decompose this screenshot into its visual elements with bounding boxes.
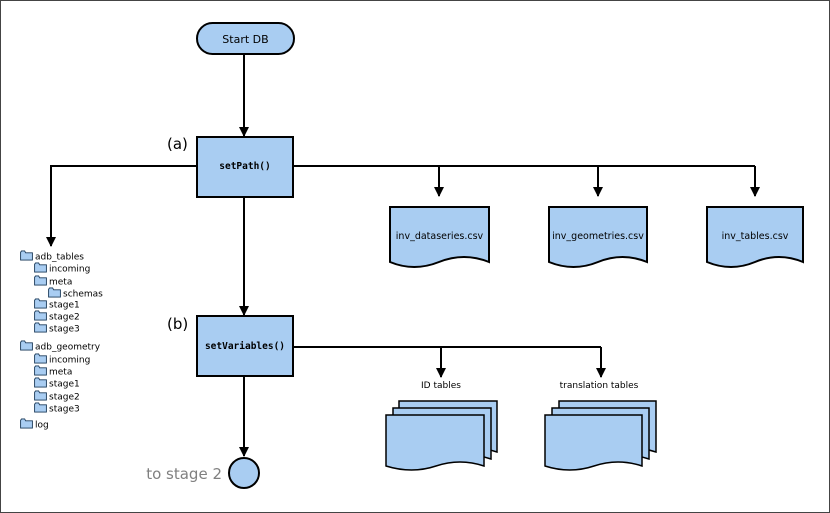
folder-label: incoming bbox=[49, 356, 90, 366]
folder-icon bbox=[20, 340, 33, 351]
folder-item: meta bbox=[34, 275, 72, 288]
folder-label: stage2 bbox=[49, 393, 80, 403]
folder-icon bbox=[34, 365, 47, 376]
csv-label: inv_dataseries.csv bbox=[396, 231, 484, 242]
folder-icon bbox=[20, 418, 33, 429]
folder-label: meta bbox=[49, 278, 72, 288]
folder-label: stage1 bbox=[49, 380, 80, 390]
setpath-process-box bbox=[196, 136, 294, 198]
folder-item: stage3 bbox=[34, 322, 80, 335]
folder-tree: adb_tablesincomingmetaschemasstage1stage… bbox=[20, 250, 103, 431]
folder-item: meta bbox=[34, 365, 72, 378]
start-terminator-shape bbox=[196, 22, 295, 55]
folder-item: stage2 bbox=[34, 390, 80, 403]
stack-label: translation tables bbox=[560, 381, 639, 391]
setvariables-node: (b) setVariables() bbox=[167, 315, 294, 377]
folder-icon bbox=[34, 377, 47, 388]
folder-icon bbox=[34, 275, 47, 286]
document-shape bbox=[548, 206, 648, 268]
folder-label: stage3 bbox=[49, 325, 80, 335]
setvariables-label: setVariables() bbox=[205, 341, 285, 352]
folder-icon bbox=[34, 262, 47, 273]
csv-label: inv_tables.csv bbox=[722, 231, 789, 242]
multi-document-id-tables: ID tables bbox=[385, 381, 498, 471]
folder-icon bbox=[48, 287, 61, 298]
document-shape bbox=[389, 206, 490, 268]
folder-label: stage1 bbox=[49, 301, 80, 311]
folder-item: stage2 bbox=[34, 310, 80, 323]
folder-icon bbox=[34, 298, 47, 309]
folder-item: adb_geometry bbox=[20, 340, 101, 353]
folder-label: stage2 bbox=[49, 313, 80, 323]
folder-label: log bbox=[35, 421, 49, 431]
folder-label: adb_tables bbox=[35, 253, 84, 263]
stack-label: ID tables bbox=[421, 381, 461, 391]
setpath-label: setPath() bbox=[219, 161, 270, 172]
start-node: Start DB bbox=[196, 22, 295, 55]
folder-icon bbox=[34, 322, 47, 333]
folder-item: adb_tables bbox=[20, 250, 84, 263]
folder-item: incoming bbox=[34, 262, 90, 275]
folder-item: stage3 bbox=[34, 402, 80, 415]
document-shape bbox=[385, 414, 485, 471]
step-a-marker: (a) bbox=[167, 135, 188, 153]
folder-label: adb_geometry bbox=[35, 343, 101, 353]
stage2-connector: to stage 2 bbox=[146, 457, 260, 489]
csv-document-inv-tables: inv_tables.csv bbox=[706, 206, 804, 268]
connectors bbox=[46, 55, 760, 457]
folder-item: schemas bbox=[48, 287, 103, 300]
step-b-marker: (b) bbox=[167, 315, 188, 333]
folder-item: incoming bbox=[34, 353, 90, 366]
folder-icon bbox=[34, 353, 47, 364]
folder-item: log bbox=[20, 418, 49, 431]
folder-item: stage1 bbox=[34, 377, 80, 390]
folder-icon bbox=[34, 310, 47, 321]
folder-label: incoming bbox=[49, 265, 90, 275]
folder-icon bbox=[20, 250, 33, 261]
arrow-setpath-to-folders bbox=[46, 165, 197, 247]
csv-document-inv-geometries: inv_geometries.csv bbox=[548, 206, 648, 268]
folder-icon bbox=[34, 402, 47, 413]
setvariables-process-box bbox=[196, 315, 294, 377]
document-shape bbox=[706, 206, 804, 268]
folder-label: stage3 bbox=[49, 405, 80, 415]
multi-document-translation-tables: translation tables bbox=[544, 381, 657, 471]
off-page-connector-circle bbox=[228, 457, 260, 489]
csv-label: inv_geometries.csv bbox=[552, 231, 644, 242]
start-label: Start DB bbox=[222, 33, 268, 46]
document-shape bbox=[544, 414, 643, 471]
folder-label: schemas bbox=[63, 290, 103, 300]
folder-label: meta bbox=[49, 368, 72, 378]
folder-item: stage1 bbox=[34, 298, 80, 311]
stage2-label: to stage 2 bbox=[146, 465, 222, 483]
folder-icon bbox=[34, 390, 47, 401]
setpath-node: (a) setPath() bbox=[167, 135, 294, 198]
csv-document-inv-dataseries: inv_dataseries.csv bbox=[389, 206, 490, 268]
